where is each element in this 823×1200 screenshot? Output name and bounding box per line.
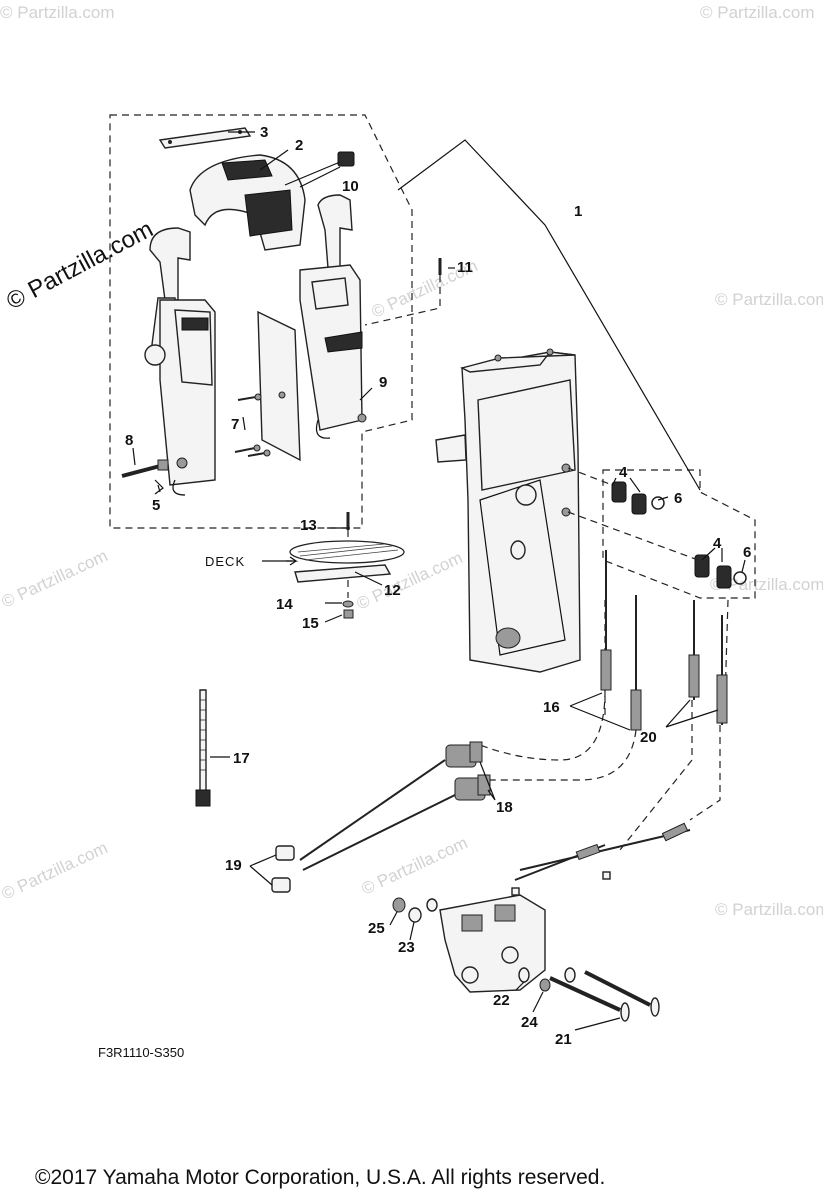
callout-7: 7 [231,416,239,433]
deck-label: DECK [205,554,245,569]
deck-arrow [286,556,299,566]
part-6-clip-lower [733,571,747,585]
part-17-tie-strap [195,689,211,807]
callout-16: 16 [543,699,560,716]
callout-19: 19 [225,857,242,874]
left-lever-assembly [144,227,216,496]
part-22-washers [518,967,576,983]
part-24-nut [539,978,551,992]
callout-8: 8 [125,432,133,449]
part-5-pin [154,479,164,495]
link-group-outline [602,469,756,599]
deck-plate [289,540,405,564]
callout-18: 18 [496,799,513,816]
callout-3: 3 [260,124,268,141]
engine-bracket [439,894,546,993]
watermark-large: © Partzilla.com [2,216,157,316]
control-box-outline [109,114,413,529]
watermarks: © Partzilla.com © Partzilla.com © Partzi… [0,3,823,919]
part-9-nut [357,413,367,423]
part-4-link-lower [694,554,732,589]
callout-6b: 6 [743,544,751,561]
callout-20: 20 [640,729,657,746]
part-8-bolt [121,459,169,478]
right-lever-assembly [257,194,363,462]
callout-10: 10 [342,178,359,195]
part-12-plate [294,564,392,583]
part-15-nut [343,609,354,619]
watermark: © Partzilla.com [0,3,115,22]
callout-14: 14 [276,596,293,613]
part-1-bracket-line [397,139,701,491]
watermark: © Partzilla.com [710,575,823,594]
cable-end-fitting [511,887,520,896]
part-18-adaptors [445,741,491,801]
callouts: 1 2 3 4 4 5 6 6 7 8 9 10 11 12 13 14 15 … [125,124,751,1048]
cable-end-fitting [602,871,611,880]
push-pull-cables [299,759,691,881]
leader-lines [132,131,746,1031]
watermark: © Partzilla.com [359,833,471,899]
part-16-cable-ends [479,550,642,781]
drawing-code: F3R1110-S350 [98,1045,184,1060]
part-1-remote-housing [435,348,581,673]
callout-23: 23 [398,939,415,956]
watermark: © Partzilla.com [0,838,111,904]
callout-4b: 4 [713,535,722,552]
watermark: © Partzilla.com [700,3,815,22]
part-23-washers [408,898,438,923]
copyright-notice: ©2017 Yamaha Motor Corporation, U.S.A. A… [35,1166,605,1189]
callout-13: 13 [300,517,317,534]
callout-17: 17 [233,750,250,767]
watermark: © Partzilla.com [0,546,111,612]
part-6-clip-upper [651,496,665,510]
part-4-link-upper [611,481,647,515]
watermark: © Partzilla.com [715,900,823,919]
callout-1: 1 [574,203,582,220]
link-dashes [567,467,729,720]
part-3-plate [158,127,252,149]
callout-12: 12 [384,582,401,599]
part-7-screws [234,393,271,457]
callout-11: 11 [457,259,473,276]
callout-15: 15 [302,615,319,632]
part-11-bolt [364,258,442,326]
callout-24: 24 [521,1014,538,1031]
callout-21: 21 [555,1031,572,1048]
part-2-cover [189,154,306,251]
callout-4a: 4 [619,464,628,481]
part-14-washer [342,580,354,608]
callout-2: 2 [295,137,303,154]
callout-5: 5 [152,497,160,514]
callout-22: 22 [493,992,510,1009]
watermark: © Partzilla.com [715,290,823,309]
part-21-bolts [549,970,660,1022]
callout-6a: 6 [674,490,682,507]
part-19-nipples [271,845,295,893]
part-25-nut [392,897,406,913]
callout-25: 25 [368,920,385,937]
part-20-cable-ends [619,600,728,851]
callout-9: 9 [379,374,387,391]
part-10-cap [337,151,355,167]
